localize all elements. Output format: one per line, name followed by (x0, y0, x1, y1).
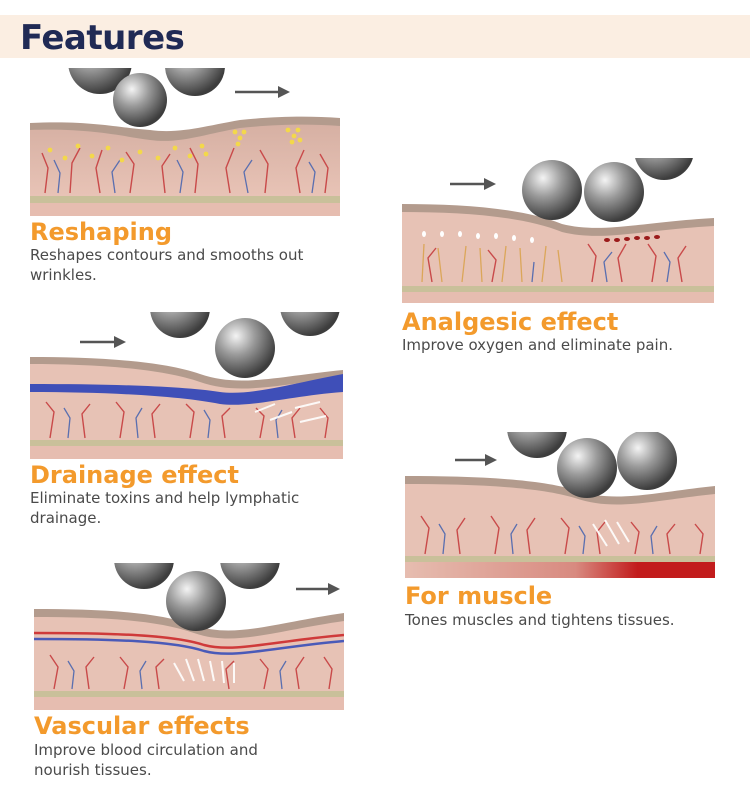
drainage-illustration (30, 312, 343, 459)
reshaping-illustration (30, 68, 340, 216)
vascular-illustration (34, 563, 344, 710)
roller-ball-icon (507, 432, 677, 498)
page-title: Features (20, 18, 185, 58)
roller-ball-icon (150, 312, 340, 378)
analgesic-illustration (402, 158, 714, 303)
right-arrow-icon (296, 583, 340, 595)
roller-ball-icon (522, 158, 693, 222)
feature-title: Vascular effects (34, 712, 250, 740)
right-arrow-icon (455, 454, 497, 466)
features-header: Features (0, 15, 750, 58)
feature-description: Tones muscles and tightens tissues. (405, 611, 675, 629)
right-arrow-icon (235, 86, 290, 98)
feature-title: For muscle (405, 582, 553, 610)
feature-description: Improve oxygen and eliminate pain. (402, 336, 674, 354)
right-arrow-icon (80, 336, 126, 348)
muscle-illustration (405, 432, 715, 578)
feature-description: Improve blood circulation and nourish ti… (34, 741, 258, 779)
right-arrow-icon (450, 178, 496, 190)
roller-ball-icon (68, 68, 225, 127)
feature-description: Reshapes contours and smooths out wrinkl… (30, 246, 304, 284)
feature-title: Drainage effect (30, 461, 239, 489)
feature-description: Eliminate toxins and help lymphatic drai… (30, 489, 300, 527)
feature-title: Reshaping (30, 218, 172, 246)
feature-title: Analgesic effect (402, 308, 619, 336)
roller-ball-icon (114, 563, 280, 631)
